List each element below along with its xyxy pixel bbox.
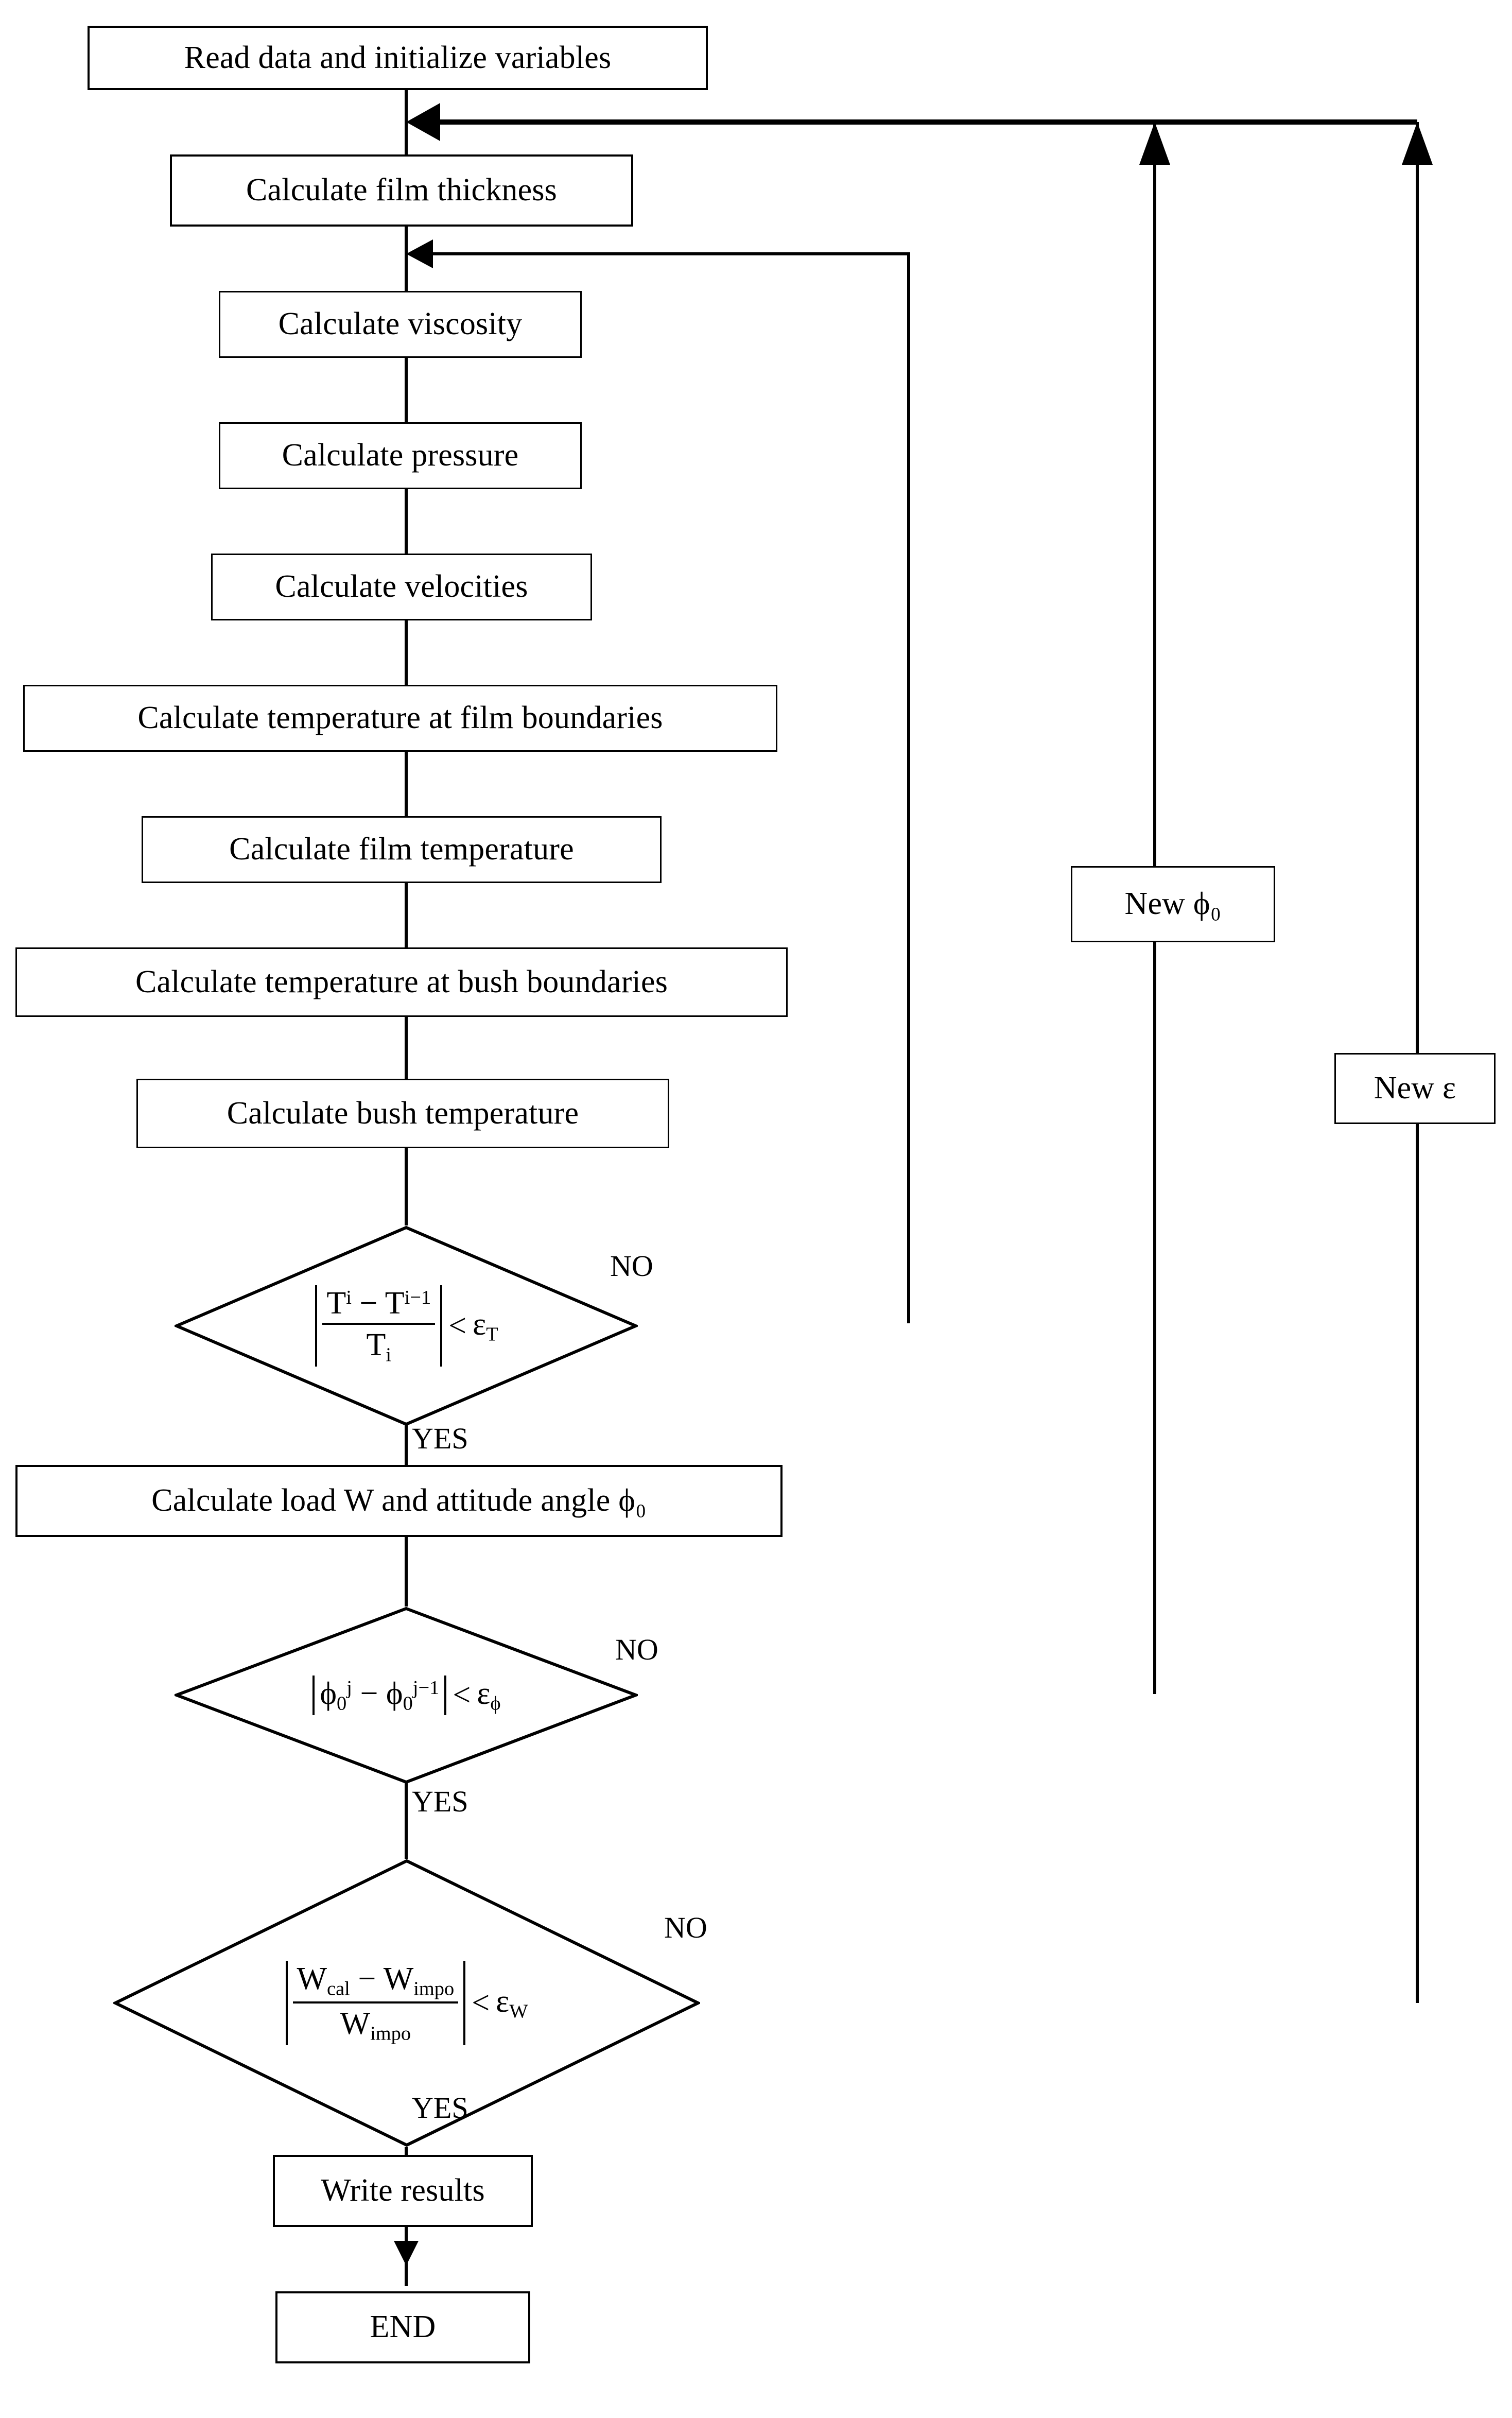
node-read-data-label: Read data and initialize variables (184, 40, 612, 75)
sym-minus-3: − (358, 1961, 376, 1997)
decision-temp-convergence (175, 1225, 638, 1426)
sym-eps-T: ε (473, 1306, 486, 1342)
node-velocities: Calculate velocities (211, 554, 592, 620)
sym-W-cal: W (297, 1961, 327, 1997)
sup-i: i (346, 1287, 352, 1309)
sym-less-than-1: < (448, 1308, 467, 1343)
node-film-thickness-label: Calculate film thickness (246, 172, 557, 208)
sym-T-denom: T (366, 1327, 386, 1363)
sym-eps-phi: ε (477, 1676, 491, 1712)
sym-W-denom: W (340, 2006, 371, 2041)
node-viscosity: Calculate viscosity (219, 291, 582, 358)
node-end-label: END (370, 2309, 436, 2345)
node-bush-temperature-label: Calculate bush temperature (227, 1095, 579, 1131)
sym-phi0-j: ϕ (320, 1676, 337, 1712)
sub-T: T (486, 1323, 498, 1345)
node-new-epsilon-label: New ε (1374, 1070, 1456, 1106)
sym-minus-1: − (359, 1286, 378, 1321)
sym-less-than-3: < (472, 1985, 490, 2020)
node-new-epsilon: New ε (1334, 1053, 1496, 1124)
sym-minus-2: − (360, 1676, 378, 1712)
arrowhead-load-no-up (1402, 122, 1433, 165)
decision-attitude-expression: ϕ0j − ϕ0j−1 < εϕ (221, 1614, 592, 1776)
sub-zero-2: 0 (403, 1692, 413, 1715)
arrowhead-end (394, 2241, 419, 2266)
sub-impo-2: impo (370, 2023, 411, 2045)
node-pressure-label: Calculate pressure (282, 438, 519, 473)
edge-label-no-1: NO (610, 1249, 653, 1283)
arrowhead-attitude-no-up (1139, 122, 1170, 165)
node-temp-film-boundaries-label: Calculate temperature at film boundaries (137, 700, 663, 736)
node-load-attitude-label: Calculate load W and attitude angle ϕ₀ (151, 1483, 647, 1518)
sub-W: W (509, 2000, 528, 2023)
node-load-attitude: Calculate load W and attitude angle ϕ₀ (15, 1465, 783, 1537)
arrowhead-temp-no-feedback (406, 239, 433, 268)
node-end: END (275, 2291, 530, 2363)
node-velocities-label: Calculate velocities (275, 569, 528, 604)
sup-j-minus-1: j−1 (412, 1677, 440, 1699)
sym-less-than-2: < (453, 1678, 471, 1713)
wire-temp-no-feedback (422, 252, 910, 1323)
arrowhead-top-collector (406, 103, 440, 141)
sub-phi: ϕ (490, 1692, 501, 1715)
node-new-phi0-label: New ϕ₀ (1124, 886, 1222, 922)
decision-load-expression: Wcal − Wimpo Wimpo < εW (170, 1874, 644, 2132)
sym-phi0-jm1: ϕ (386, 1676, 403, 1712)
node-viscosity-label: Calculate viscosity (278, 306, 523, 342)
sup-i-minus-1: i−1 (404, 1287, 431, 1309)
edge-label-no-2: NO (615, 1633, 658, 1666)
sym-W-impo: W (383, 1961, 414, 1997)
edge-label-yes-2: YES (412, 1785, 468, 1818)
node-write-results: Write results (273, 2155, 533, 2227)
node-pressure: Calculate pressure (219, 422, 582, 489)
node-temp-bush-boundaries-label: Calculate temperature at bush boundaries (135, 964, 668, 999)
edge-label-yes-1: YES (412, 1422, 468, 1455)
node-read-data: Read data and initialize variables (88, 26, 708, 90)
node-film-temperature: Calculate film temperature (142, 816, 662, 883)
node-write-results-label: Write results (321, 2173, 485, 2208)
edge-label-yes-3: YES (412, 2091, 468, 2125)
sym-eps-W: ε (496, 1983, 510, 2019)
edge-label-no-3: NO (664, 1911, 707, 1944)
node-temp-bush-boundaries: Calculate temperature at bush boundaries (15, 947, 788, 1017)
node-new-phi0: New ϕ₀ (1071, 866, 1275, 942)
decision-attitude-convergence (175, 1607, 638, 1784)
sym-T-i: T (326, 1286, 346, 1321)
sub-i: i (386, 1344, 392, 1366)
node-bush-temperature: Calculate bush temperature (136, 1079, 669, 1148)
sub-impo-1: impo (413, 1978, 455, 2000)
sub-cal: cal (327, 1978, 350, 2000)
sup-j: j (346, 1677, 352, 1699)
node-temp-film-boundaries: Calculate temperature at film boundaries (23, 685, 777, 752)
node-film-thickness: Calculate film thickness (170, 154, 633, 227)
sub-zero-1: 0 (337, 1692, 347, 1715)
sym-T-prev: T (385, 1286, 405, 1321)
node-film-temperature-label: Calculate film temperature (229, 832, 574, 867)
decision-temp-expression: Ti − Ti−1 Ti < εT (221, 1236, 592, 1416)
